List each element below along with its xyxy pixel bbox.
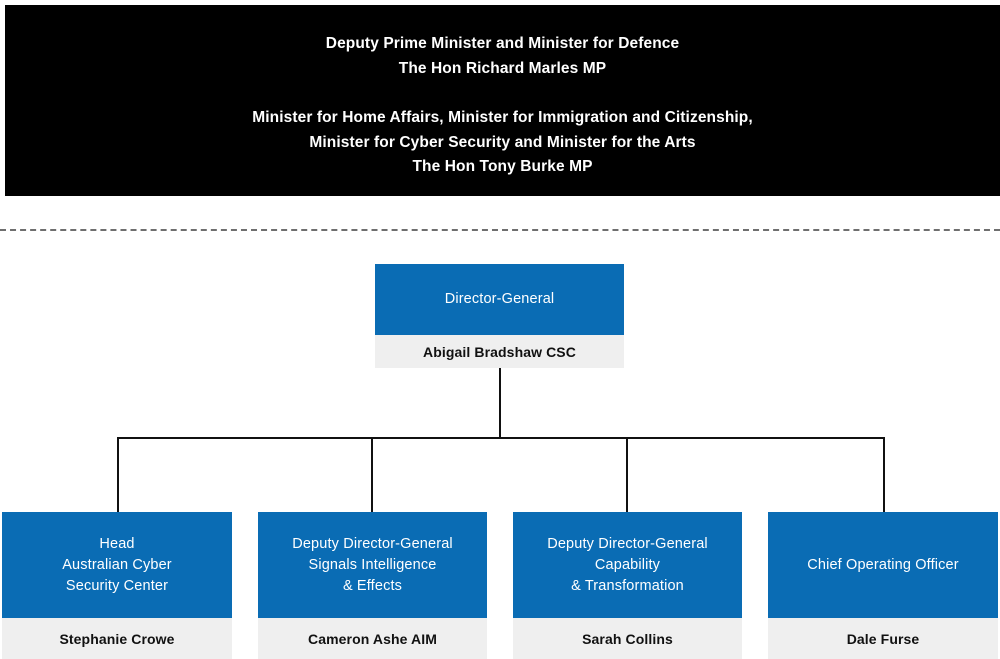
- connector-drop-2: [371, 437, 373, 513]
- minister-group-defence: Deputy Prime Minister and Minister for D…: [5, 32, 1000, 81]
- node-person-director-general: Abigail Bradshaw CSC: [375, 335, 624, 368]
- node-head-australian-cyber-security-center[interactable]: Head Australian Cyber Security Center St…: [2, 512, 232, 659]
- minister-portfolio-line: Deputy Prime Minister and Minister for D…: [325, 35, 680, 52]
- minister-name-line: The Hon Richard Marles MP: [398, 59, 607, 77]
- node-title-line: Deputy Director-General: [547, 535, 708, 552]
- node-title-line: Capability: [594, 556, 661, 573]
- node-person-ddg-signals-intelligence: Cameron Ashe AIM: [258, 618, 487, 659]
- minister-portfolio-line: Minister for Cyber Security and Minister…: [309, 133, 696, 151]
- node-director-general[interactable]: Director-General Abigail Bradshaw CSC: [375, 264, 624, 368]
- node-title-ddg-signals-intelligence: Deputy Director-General Signals Intellig…: [258, 512, 487, 618]
- connector-drop-3: [626, 437, 628, 513]
- node-title-line: Head: [99, 535, 135, 552]
- node-title-line: Chief Operating Officer: [807, 556, 959, 573]
- node-title-head-acsc: Head Australian Cyber Security Center: [2, 512, 232, 618]
- node-title-line: & Effects: [342, 577, 403, 594]
- node-chief-operating-officer[interactable]: Chief Operating Officer Dale Furse: [768, 512, 998, 659]
- node-title-line: Australian Cyber: [62, 556, 172, 573]
- minister-name-line: The Hon Tony Burke MP: [412, 158, 593, 175]
- node-title-line: & Transformation: [571, 577, 684, 594]
- ministers-banner-content: Deputy Prime Minister and Minister for D…: [5, 32, 1000, 180]
- node-title-line: Deputy Director-General: [292, 535, 453, 552]
- connector-drop-1: [117, 437, 119, 513]
- node-title-ddg-capability: Deputy Director-General Capability & Tra…: [513, 512, 742, 618]
- node-title-chief-operating-officer: Chief Operating Officer: [768, 512, 998, 618]
- node-title-line: Director-General: [444, 291, 555, 307]
- node-ddg-signals-intelligence-effects[interactable]: Deputy Director-General Signals Intellig…: [258, 512, 487, 659]
- minister-group-home-affairs: Minister for Home Affairs, Minister for …: [5, 106, 1000, 180]
- dashed-divider: [0, 229, 1000, 231]
- node-ddg-capability-transformation[interactable]: Deputy Director-General Capability & Tra…: [513, 512, 742, 659]
- node-title-director-general: Director-General: [375, 264, 624, 335]
- connector-drop-4: [883, 437, 885, 513]
- node-person-ddg-capability: Sarah Collins: [513, 618, 742, 659]
- connector-horizontal-bus: [117, 437, 885, 439]
- minister-portfolio-line: Minister for Home Affairs, Minister for …: [252, 109, 753, 126]
- node-person-head-acsc: Stephanie Crowe: [2, 618, 232, 659]
- node-title-line: Security Center: [65, 577, 169, 594]
- node-title-line: Signals Intelligence: [308, 556, 437, 573]
- node-person-chief-operating-officer: Dale Furse: [768, 618, 998, 659]
- connector-stem-director-general: [499, 368, 501, 439]
- ministers-banner: Deputy Prime Minister and Minister for D…: [5, 5, 1000, 196]
